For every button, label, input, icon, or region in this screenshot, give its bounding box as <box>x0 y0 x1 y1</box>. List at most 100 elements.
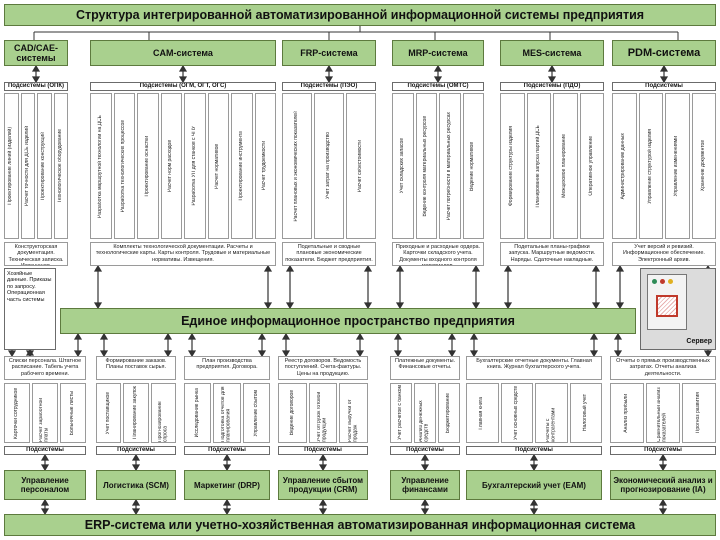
module-subsystem-header: Подсистемы <box>390 446 460 455</box>
arrowhead-icon <box>178 76 188 84</box>
subsystem-text: Расчет трудоемкости <box>262 141 268 191</box>
system-header: MRP-система <box>392 40 484 66</box>
arrowhead-icon <box>222 453 232 461</box>
subsystem-column: Расчет плановых и экономических показате… <box>282 93 312 239</box>
subsystem-text: Проектирование линий (изделий) <box>8 127 14 205</box>
subsystem-column: Оперативное управление <box>579 93 604 239</box>
subsystem-column: Формирование структуры изделия <box>500 93 525 239</box>
subsystem-header: Подсистемы (ОМТС) <box>392 82 484 91</box>
module-column: Сравнительный анализ показателей <box>646 383 680 443</box>
arrowhead-icon <box>529 498 539 506</box>
arrowhead-icon <box>589 350 599 358</box>
subsystem-column: Расчет норм расходов <box>160 93 182 239</box>
arrowhead-icon <box>503 264 513 272</box>
module-column: Учет поставщиков <box>96 383 122 443</box>
arrowhead-icon <box>529 508 539 516</box>
arrowhead-icon <box>703 350 713 358</box>
system-output-docs: Подетальные планы-графики запуска. Маршр… <box>500 242 604 266</box>
arrowhead-icon <box>529 464 539 472</box>
arrowhead-icon <box>363 302 373 310</box>
arrowhead-icon <box>433 64 443 72</box>
arrowhead-icon <box>99 332 109 340</box>
subsystem-column: Управление изменениями <box>665 93 690 239</box>
subsystem-text: Разработка технологических процессов <box>121 119 127 213</box>
arrowhead-icon <box>285 302 295 310</box>
subsystem-header: Подсистемы <box>612 82 716 91</box>
subsystem-column: Разработка маршрутной технологии на ДСЕ <box>90 93 112 239</box>
module-text: Больничные листы <box>70 390 76 436</box>
module-text: Анализ денежных средств <box>419 400 430 442</box>
arrowhead-icon <box>263 264 273 272</box>
arrowhead-icon <box>222 508 232 516</box>
arrowhead-icon <box>318 464 328 472</box>
arrowhead-icon <box>257 332 267 340</box>
subsystem-header: Подсистемы (ПДО) <box>500 82 604 91</box>
subsystem-text: Расчет потребности в материальных ресурс… <box>446 111 452 221</box>
subsystem-text: Ведение нормативов <box>470 141 476 191</box>
module-text: Прогнозирование спроса <box>157 401 169 442</box>
subsystem-text: Разработка маршрутной технологии на ДСЕ <box>97 114 103 218</box>
subsystem-text: Учет складских запасов <box>399 138 405 194</box>
system-output-docs: Комплекты технологической документации. … <box>90 242 276 266</box>
arrowhead-icon <box>318 498 328 506</box>
system-header: FRP-система <box>282 40 376 66</box>
arrowhead-icon <box>363 264 373 272</box>
subsystem-text: Разработка УП для станков с ЧПУ <box>191 126 197 206</box>
module-column: Планирование закупок <box>123 383 149 443</box>
arrowhead-icon <box>615 264 625 272</box>
module-text: Налоговый учет <box>582 394 588 432</box>
module-header: Управление финансами <box>390 470 460 500</box>
arrowhead-icon <box>31 76 41 84</box>
module-column: Прогнозирование спроса <box>150 383 176 443</box>
arrowhead-icon <box>659 76 669 84</box>
module-text: Учет основных средств <box>513 385 519 441</box>
arrowhead-icon <box>395 264 405 272</box>
arrowhead-icon <box>433 76 443 84</box>
arrowhead-icon <box>447 350 457 358</box>
module-input-docs: Отчеты о прямых производственных затрата… <box>610 356 716 380</box>
module-text: Прогноз развития <box>696 392 702 434</box>
subsystem-text: Проектирование оснастки <box>144 135 150 197</box>
arrowhead-icon <box>447 332 457 340</box>
arrowhead-icon <box>469 332 479 340</box>
arrowhead-icon <box>324 64 334 72</box>
subsystem-column: Технологическое оборудование <box>53 93 68 239</box>
system-output-docs: Подетальные и сводные плановые экономиче… <box>282 242 376 266</box>
arrowhead-icon <box>591 264 601 272</box>
arrowhead-icon <box>393 350 403 358</box>
subsystem-text: Проектирование конструкций <box>41 131 47 201</box>
subsystem-column: Администрирование данных <box>612 93 637 239</box>
subsystem-text: Планирование запуска партий ДСЕ <box>535 124 541 208</box>
arrowhead-icon <box>131 508 141 516</box>
module-input-docs: Формирование заказов. Планы поставок сыр… <box>96 356 176 380</box>
module-text: Бюджетирование <box>446 392 452 434</box>
server-screen <box>647 274 687 330</box>
arrowhead-icon <box>73 332 83 340</box>
module-text: Учет отгрузок готовой продукции <box>317 391 328 442</box>
subsystem-text: Расчет точности для ДСЕ изделий <box>24 126 30 206</box>
arrowhead-icon <box>420 498 430 506</box>
subsystem-text: Учет затрат на производство <box>326 132 332 200</box>
module-header: Маркетинг (DRP) <box>184 470 270 500</box>
arrowhead-icon <box>318 508 328 516</box>
module-column: Анализ прибыли <box>610 383 644 443</box>
arrowhead-icon <box>31 64 41 72</box>
system-header: CAM-система <box>90 40 276 66</box>
subsystem-column: Планирование запуска партий ДСЕ <box>526 93 551 239</box>
arrowhead-icon <box>178 64 188 72</box>
arrowhead-icon <box>469 350 479 358</box>
module-text: Карточки сотрудников <box>14 387 20 439</box>
arrowhead-icon <box>281 332 291 340</box>
module-text: Учет расчетов с банком <box>398 385 404 441</box>
arrowhead-icon <box>547 64 557 72</box>
arrowhead-icon <box>471 264 481 272</box>
arrowhead-icon <box>40 508 50 516</box>
arrowhead-icon <box>393 332 403 340</box>
module-column: Расчет заработной платы <box>32 383 58 443</box>
module-column: Анализ денежных средств <box>414 383 436 443</box>
arrowhead-icon <box>471 302 481 310</box>
system-header: PDM-система <box>612 40 716 66</box>
arrowhead-icon <box>25 350 35 358</box>
arrowhead-icon <box>529 453 539 461</box>
